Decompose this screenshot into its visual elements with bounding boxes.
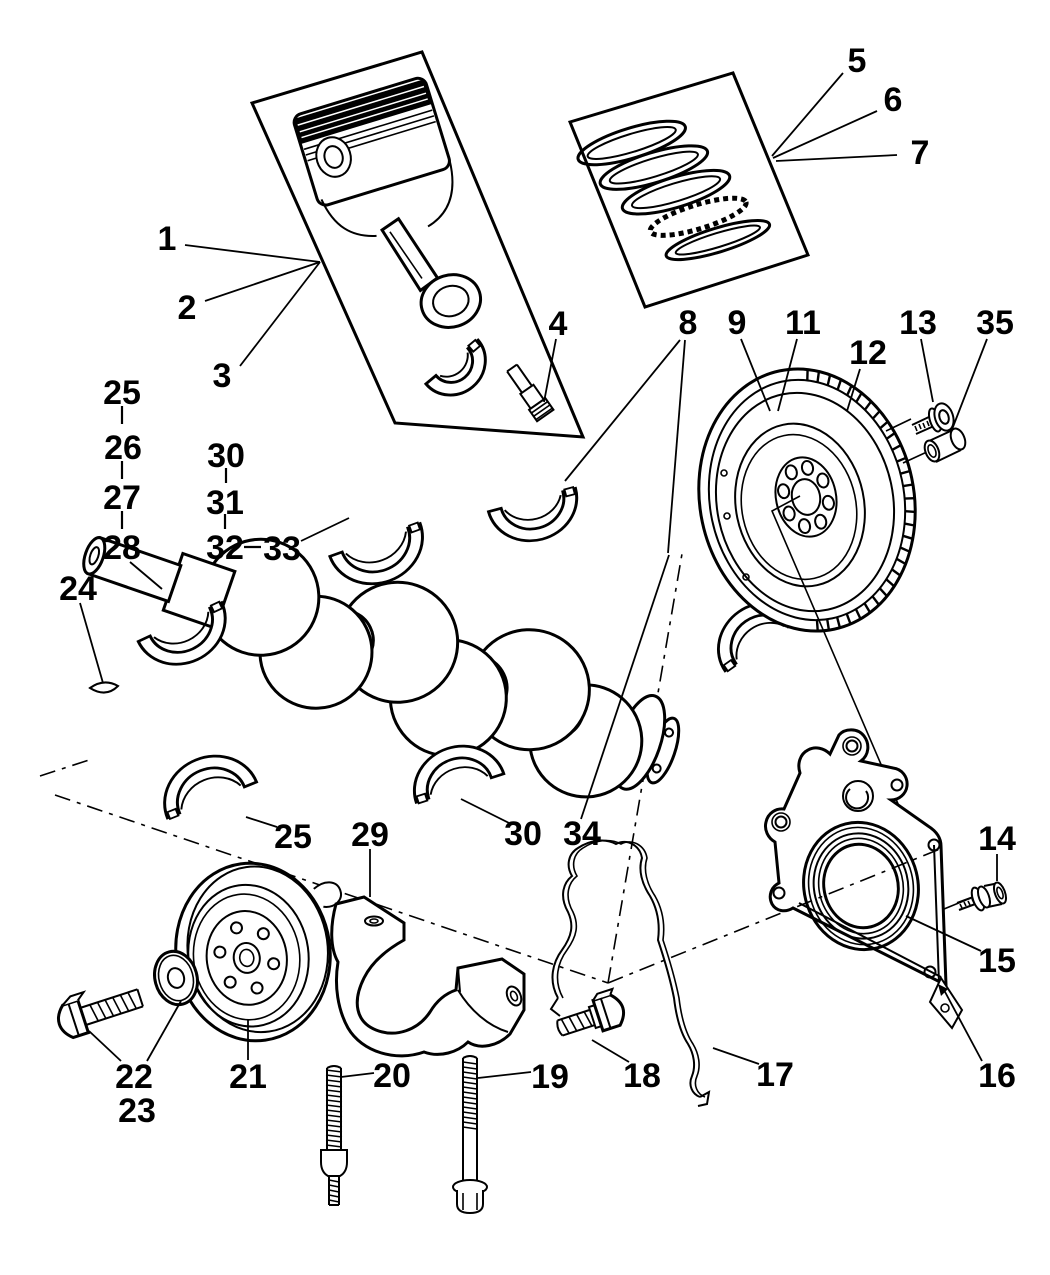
leader-2 xyxy=(204,261,321,302)
leader-28 xyxy=(129,561,163,590)
seal-retainer-plate xyxy=(764,728,964,1030)
callout-8-7: 8 xyxy=(679,304,698,342)
bearing-shell xyxy=(163,754,259,821)
main-bearing-cap xyxy=(330,895,526,1058)
callout-20-32: 20 xyxy=(373,1057,411,1095)
leader-7 xyxy=(775,154,898,162)
callout-7-6: 7 xyxy=(911,134,930,172)
callout-25-13: 25 xyxy=(103,374,141,412)
callout-13-11: 13 xyxy=(899,304,937,342)
callout-5-4: 5 xyxy=(848,42,867,80)
assembly-line xyxy=(770,495,921,856)
callout-6-5: 6 xyxy=(884,81,903,119)
bearing-shell xyxy=(486,486,579,543)
leader-20 xyxy=(340,1072,375,1078)
damper-washer xyxy=(153,949,199,1007)
callout-22-34: 22 xyxy=(115,1058,153,1096)
callout-19-31: 19 xyxy=(531,1058,569,1096)
leader-22 xyxy=(88,1030,122,1062)
leader-25 xyxy=(245,816,278,828)
callout-31-18: 31 xyxy=(206,484,244,522)
callout-3-2: 3 xyxy=(213,357,232,395)
leader-17 xyxy=(712,1047,760,1065)
leader-22 xyxy=(146,1000,182,1062)
leader-5 xyxy=(771,72,844,157)
callout-32-19: 32 xyxy=(206,529,244,567)
callout-18-30: 18 xyxy=(623,1057,661,1095)
flywheel xyxy=(697,367,917,633)
bearing-shell xyxy=(328,521,424,586)
callout-15-27: 15 xyxy=(978,942,1016,980)
leader-12 xyxy=(846,368,861,412)
ring-set-box xyxy=(567,71,811,309)
leader-33 xyxy=(300,517,350,542)
assembly-line xyxy=(885,418,912,432)
bolt-13 xyxy=(911,402,955,435)
damper-pulley xyxy=(174,861,342,1043)
callout-25-22: 25 xyxy=(274,818,312,856)
leader-4 xyxy=(543,338,557,403)
piston-box-group xyxy=(249,50,586,439)
callout-34-25: 34 xyxy=(563,815,601,853)
leader-30 xyxy=(460,798,510,824)
bearing-shell xyxy=(136,600,227,666)
callout-16-28: 16 xyxy=(978,1057,1016,1095)
callout-35-12: 35 xyxy=(976,304,1014,342)
callout-12-10: 12 xyxy=(849,334,887,372)
callout-9-8: 9 xyxy=(728,304,747,342)
callout-11-9: 11 xyxy=(785,304,821,342)
callout-21-33: 21 xyxy=(229,1058,267,1096)
phantom-line xyxy=(39,758,93,777)
callout-33-20: 33 xyxy=(263,530,301,568)
bearing-shell xyxy=(423,338,487,397)
assembly-line xyxy=(902,450,930,464)
leader-3 xyxy=(239,261,321,367)
leader-15 xyxy=(905,915,982,952)
callout-1-0: 1 xyxy=(158,220,177,258)
phantom-line xyxy=(607,547,684,984)
callout-23-35: 23 xyxy=(118,1092,156,1130)
leader-6 xyxy=(772,110,878,159)
leader-9 xyxy=(740,338,771,412)
leader-19 xyxy=(477,1071,532,1079)
callout-26-14: 26 xyxy=(104,429,142,467)
dowel-bushing-35 xyxy=(923,427,967,463)
damper-bolt xyxy=(57,988,144,1040)
callout-14-26: 14 xyxy=(978,820,1016,858)
bolt-19 xyxy=(452,1055,488,1215)
woodruff-key xyxy=(88,681,120,694)
leader-18 xyxy=(591,1039,630,1063)
leader-34 xyxy=(580,554,670,820)
callout-4-3: 4 xyxy=(549,305,568,343)
phantom-line xyxy=(54,794,609,984)
bolt-18 xyxy=(556,987,626,1037)
phantom-line xyxy=(607,848,941,984)
leader-35 xyxy=(950,338,988,433)
stud-20 xyxy=(320,1065,348,1206)
callout-29-23: 29 xyxy=(351,816,389,854)
crankshaft-seal xyxy=(802,820,920,952)
leader-1 xyxy=(184,244,321,263)
leader-11 xyxy=(777,338,798,412)
leader-16 xyxy=(943,989,983,1062)
leader-13 xyxy=(920,338,934,403)
crankshaft xyxy=(82,535,681,799)
callout-17-29: 17 xyxy=(756,1056,794,1094)
callout-2-1: 2 xyxy=(178,289,197,327)
rear-cover-gasket xyxy=(549,839,711,1107)
callout-30-17: 30 xyxy=(207,437,245,475)
callout-27-15: 27 xyxy=(103,479,141,517)
callout-28-16: 28 xyxy=(103,529,141,567)
leader-8 xyxy=(667,339,686,554)
callout-30-24: 30 xyxy=(504,815,542,853)
leader-8 xyxy=(564,339,681,482)
callout-24-21: 24 xyxy=(59,570,97,608)
leader-24 xyxy=(79,602,104,684)
bolt-14 xyxy=(956,881,1008,912)
bearing-shell xyxy=(412,744,506,805)
